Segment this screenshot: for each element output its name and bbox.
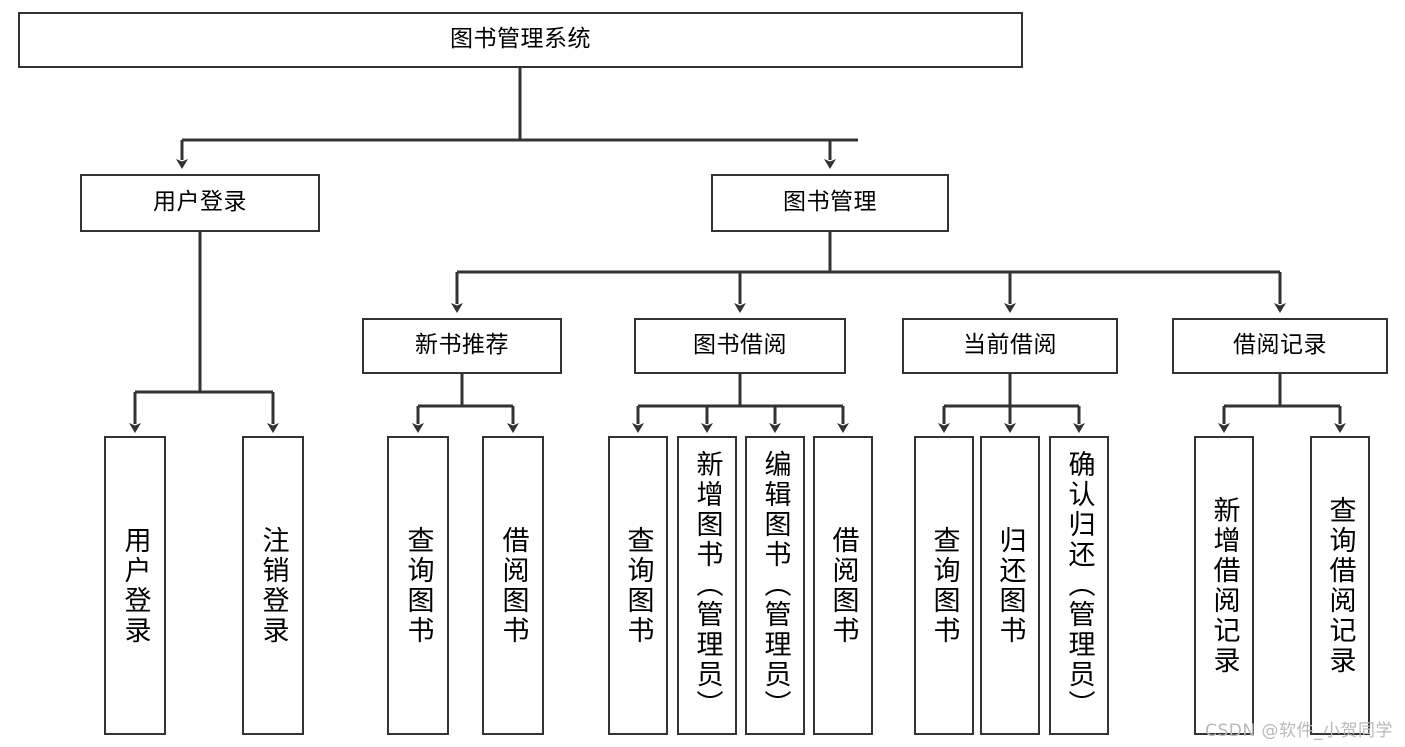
edge-group-root <box>176 68 858 169</box>
node-book-manage[interactable]: 图书管理 <box>711 174 949 232</box>
node-leaf-query-book-2[interactable]: 查询图书 <box>608 436 668 735</box>
edge-group-current-borrow <box>938 374 1085 433</box>
edge-group-book-manage <box>451 232 1286 313</box>
node-leaf-confirm-return[interactable]: 确认归还（管理员） <box>1049 436 1109 735</box>
node-leaf-edit-book-label: 编辑图书（管理员） <box>759 450 791 720</box>
node-leaf-confirm-return-label: 确认归还（管理员） <box>1063 450 1095 720</box>
edge-group-borrow-record <box>1218 374 1346 433</box>
node-leaf-query-book-2-label: 查询图书 <box>622 525 654 646</box>
node-new-book-recommend[interactable]: 新书推荐 <box>362 318 562 374</box>
node-leaf-borrow-book-2[interactable]: 借阅图书 <box>813 436 873 735</box>
node-book-borrow[interactable]: 图书借阅 <box>634 318 846 374</box>
edge-group-new-book-recommend <box>412 374 519 433</box>
node-root[interactable]: 图书管理系统 <box>18 12 1023 68</box>
node-leaf-user-logout[interactable]: 注销登录 <box>242 436 304 735</box>
node-book-manage-label: 图书管理 <box>783 189 877 216</box>
node-leaf-borrow-book-2-label: 借阅图书 <box>827 525 859 646</box>
node-new-book-recommend-label: 新书推荐 <box>415 332 509 359</box>
node-user-login-label: 用户登录 <box>153 189 247 216</box>
node-leaf-query-book-1-label: 查询图书 <box>402 525 434 646</box>
edge-group-user-login <box>129 232 279 433</box>
node-leaf-query-book-1[interactable]: 查询图书 <box>387 436 449 735</box>
node-leaf-add-book-label: 新增图书（管理员） <box>691 450 723 720</box>
node-leaf-return-book-label: 归还图书 <box>994 525 1026 646</box>
node-leaf-user-login[interactable]: 用户登录 <box>104 436 166 735</box>
node-current-borrow[interactable]: 当前借阅 <box>902 318 1118 374</box>
node-leaf-query-record-label: 查询借阅记录 <box>1324 495 1356 676</box>
edge-group-book-borrow <box>632 374 849 433</box>
node-current-borrow-label: 当前借阅 <box>963 332 1057 359</box>
node-leaf-user-logout-label: 注销登录 <box>257 525 289 646</box>
node-user-login[interactable]: 用户登录 <box>80 174 320 232</box>
node-leaf-query-book-3[interactable]: 查询图书 <box>914 436 974 735</box>
node-leaf-query-record[interactable]: 查询借阅记录 <box>1310 436 1370 735</box>
node-leaf-edit-book[interactable]: 编辑图书（管理员） <box>745 436 805 735</box>
node-leaf-add-book[interactable]: 新增图书（管理员） <box>677 436 737 735</box>
node-leaf-user-login-label: 用户登录 <box>119 525 151 646</box>
node-root-label: 图书管理系统 <box>450 26 591 53</box>
node-leaf-query-book-3-label: 查询图书 <box>928 525 960 646</box>
node-leaf-return-book[interactable]: 归还图书 <box>980 436 1040 735</box>
node-leaf-borrow-book-1[interactable]: 借阅图书 <box>482 436 544 735</box>
node-leaf-add-record-label: 新增借阅记录 <box>1208 495 1240 676</box>
node-borrow-record-label: 借阅记录 <box>1233 332 1327 359</box>
node-leaf-borrow-book-1-label: 借阅图书 <box>497 525 529 646</box>
node-leaf-add-record[interactable]: 新增借阅记录 <box>1194 436 1254 735</box>
node-book-borrow-label: 图书借阅 <box>693 332 787 359</box>
node-borrow-record[interactable]: 借阅记录 <box>1172 318 1388 374</box>
